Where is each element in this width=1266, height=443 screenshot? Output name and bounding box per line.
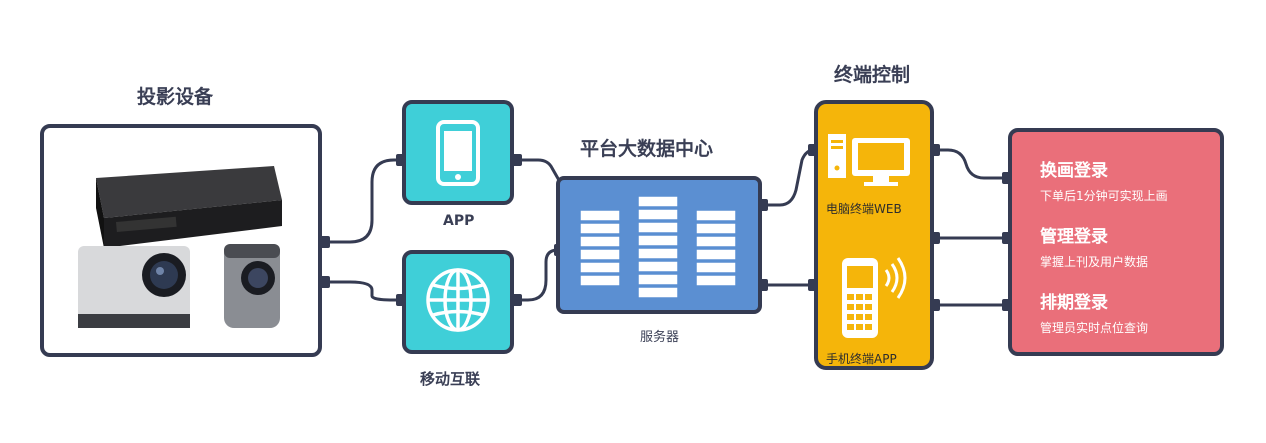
feature-desc: 管理员实时点位查询 xyxy=(1040,321,1149,335)
server-rack-icon xyxy=(579,195,737,299)
server-node xyxy=(556,176,762,314)
app-node xyxy=(402,100,514,205)
tablet-icon xyxy=(436,120,480,186)
feature-item: 管理登录 掌握上刊及用户数据 xyxy=(1040,222,1220,270)
mobile-phone-icon xyxy=(842,257,907,338)
terminal-title: 终端控制 xyxy=(834,64,911,86)
projection-device-panel xyxy=(40,124,322,357)
platform-title: 平台大数据中心 xyxy=(580,138,714,160)
feature-item: 换画登录 下单后1分钟可实现上画 xyxy=(1040,156,1220,204)
desktop-computer-icon xyxy=(828,134,910,186)
feature-desc: 下单后1分钟可实现上画 xyxy=(1040,189,1168,203)
phone-label: 手机终端APP xyxy=(826,352,897,366)
feature-title: 排期登录 xyxy=(1040,293,1108,313)
mobile-label: 移动互联 xyxy=(420,370,481,388)
pc-label: 电脑终端WEB xyxy=(826,202,902,216)
globe-icon xyxy=(426,268,490,332)
feature-panel: 换画登录 下单后1分钟可实现上画 管理登录 掌握上刊及用户数据 排期登录 管理员… xyxy=(1008,128,1224,356)
terminal-node: 电脑终端WEB 手机终端APP xyxy=(814,100,934,370)
feature-title: 管理登录 xyxy=(1040,227,1108,247)
app-label: APP xyxy=(443,213,475,229)
mobile-node xyxy=(402,250,514,354)
feature-item: 排期登录 管理员实时点位查询 xyxy=(1040,288,1220,336)
feature-title: 换画登录 xyxy=(1040,161,1108,181)
projection-title: 投影设备 xyxy=(137,86,214,108)
projector-device-image xyxy=(78,166,282,328)
server-label: 服务器 xyxy=(640,330,680,345)
feature-desc: 掌握上刊及用户数据 xyxy=(1040,255,1149,269)
